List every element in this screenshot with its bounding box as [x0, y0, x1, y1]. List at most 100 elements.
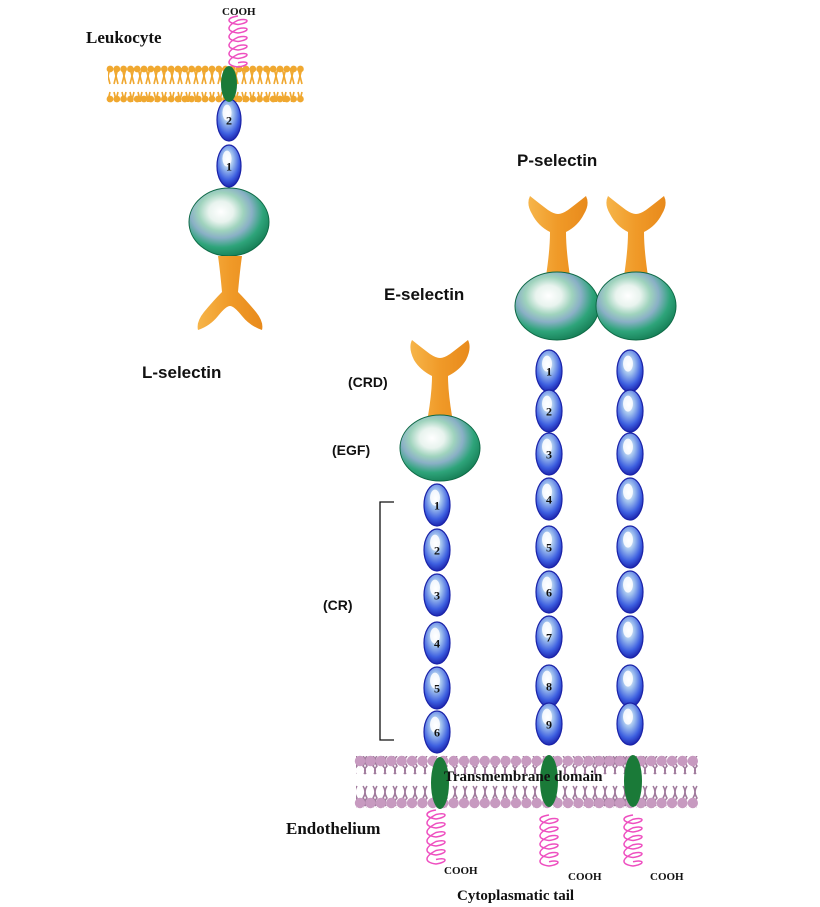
cooh-label-e-selectin: COOH [444, 865, 478, 877]
lipid-head [106, 65, 114, 73]
cr-highlight [542, 395, 552, 412]
lipid-head [201, 65, 209, 73]
lipid-head [490, 755, 501, 767]
tail-coil [623, 814, 643, 867]
cr-repeat-number: 1 [226, 160, 232, 174]
lipid-head [276, 95, 284, 103]
lipid-head [521, 797, 532, 809]
cr-repeat-domain [616, 570, 644, 614]
lipid-head [677, 755, 688, 767]
lipid-head [133, 95, 141, 103]
lipid-head [297, 65, 304, 73]
cr-repeat-number: 9 [546, 718, 552, 732]
cr-highlight [542, 438, 552, 455]
cr-highlight [542, 708, 552, 725]
lipid-head [521, 755, 532, 767]
lipid-head [188, 65, 196, 73]
lipid-head [263, 65, 270, 73]
lipid-head [687, 797, 698, 809]
lipid-head [656, 797, 667, 809]
lipid-head [140, 95, 148, 103]
lipid-head [583, 797, 594, 809]
leukocyte-membrane [106, 65, 304, 103]
cr-repeat-number: 3 [434, 589, 440, 603]
lipid-head [479, 755, 490, 767]
cr-repeat-number: 2 [434, 544, 440, 558]
lipid-head [510, 755, 522, 767]
l-selectin-label: L-selectin [142, 363, 221, 382]
cr-highlight [542, 531, 552, 548]
cr-highlight [623, 395, 633, 412]
lipid-head [687, 755, 698, 767]
cr-highlight [623, 531, 633, 548]
cr-repeat-number: 2 [546, 405, 552, 419]
lipid-head [417, 755, 428, 767]
cr-repeat-domain [616, 525, 644, 569]
lipid-head [290, 95, 297, 103]
lipid-head [126, 95, 134, 103]
lipid-head [195, 65, 202, 73]
cr-highlight [430, 579, 440, 596]
lipid-head [147, 65, 155, 73]
lipid-head [604, 797, 615, 809]
lipid-head [174, 65, 182, 73]
cr-highlight [222, 150, 232, 167]
lipid-head [167, 95, 175, 103]
cr-highlight [542, 355, 552, 372]
lipid-head [215, 65, 223, 73]
leukocyte-label: Leukocyte [86, 28, 162, 47]
lipid-head [242, 65, 250, 73]
lipid-head [656, 755, 667, 767]
lipid-head [386, 755, 397, 767]
lipid-head [235, 95, 243, 103]
lipid-head [263, 95, 270, 103]
e-selectin-crd-domain [410, 340, 470, 416]
lipid-head [562, 797, 574, 809]
cytoplasmatic-tails [228, 15, 643, 867]
cr-highlight [222, 104, 232, 121]
cr-highlight [623, 576, 633, 593]
cr-highlight [542, 621, 552, 638]
p-selectin-transmembrane [540, 755, 558, 807]
lipid-head [242, 95, 250, 103]
lipid-head [386, 797, 397, 809]
lipid-head [448, 797, 459, 809]
cr-repeat-number: 3 [546, 448, 552, 462]
lipid-head [469, 797, 480, 809]
cr-repeat-domain [616, 615, 644, 659]
lipid-head [113, 65, 121, 73]
lipid-head [500, 797, 511, 809]
lipid-head [167, 65, 175, 73]
lipid-head [215, 95, 223, 103]
lipid-head [677, 797, 688, 809]
lipid-head [283, 65, 291, 73]
cr-bracket [379, 501, 394, 741]
e-selectin-transmembrane [431, 757, 449, 809]
cr-highlight [430, 672, 440, 689]
cr-highlight [430, 534, 440, 551]
lipid-head [188, 95, 196, 103]
cytoplasmatic-tail-label: Cytoplasmatic tail [457, 888, 574, 904]
lipid-head [583, 755, 594, 767]
cr-highlight [542, 483, 552, 500]
lipid-head [256, 65, 263, 73]
lipid-head [646, 755, 657, 767]
lipid-head [375, 797, 386, 809]
lipid-head [396, 755, 407, 767]
lipid-head [365, 755, 376, 767]
cr-repeat-number: 8 [546, 680, 552, 694]
tail-coil [426, 809, 446, 865]
lipid-head [479, 797, 490, 809]
cr-repeat-number: 6 [434, 726, 440, 740]
cr-label: (CR) [323, 597, 353, 613]
lipid-head [448, 755, 459, 767]
p-selectin-egf-domain [514, 271, 600, 341]
transmembrane-domain-label: Transmembrane domain [444, 769, 603, 785]
cr-repeat-number: 5 [546, 541, 552, 555]
cr-repeat-domain [616, 702, 644, 746]
lipid-head [666, 755, 678, 767]
cr-repeat-domain [616, 664, 644, 708]
lipid-head [573, 755, 584, 767]
